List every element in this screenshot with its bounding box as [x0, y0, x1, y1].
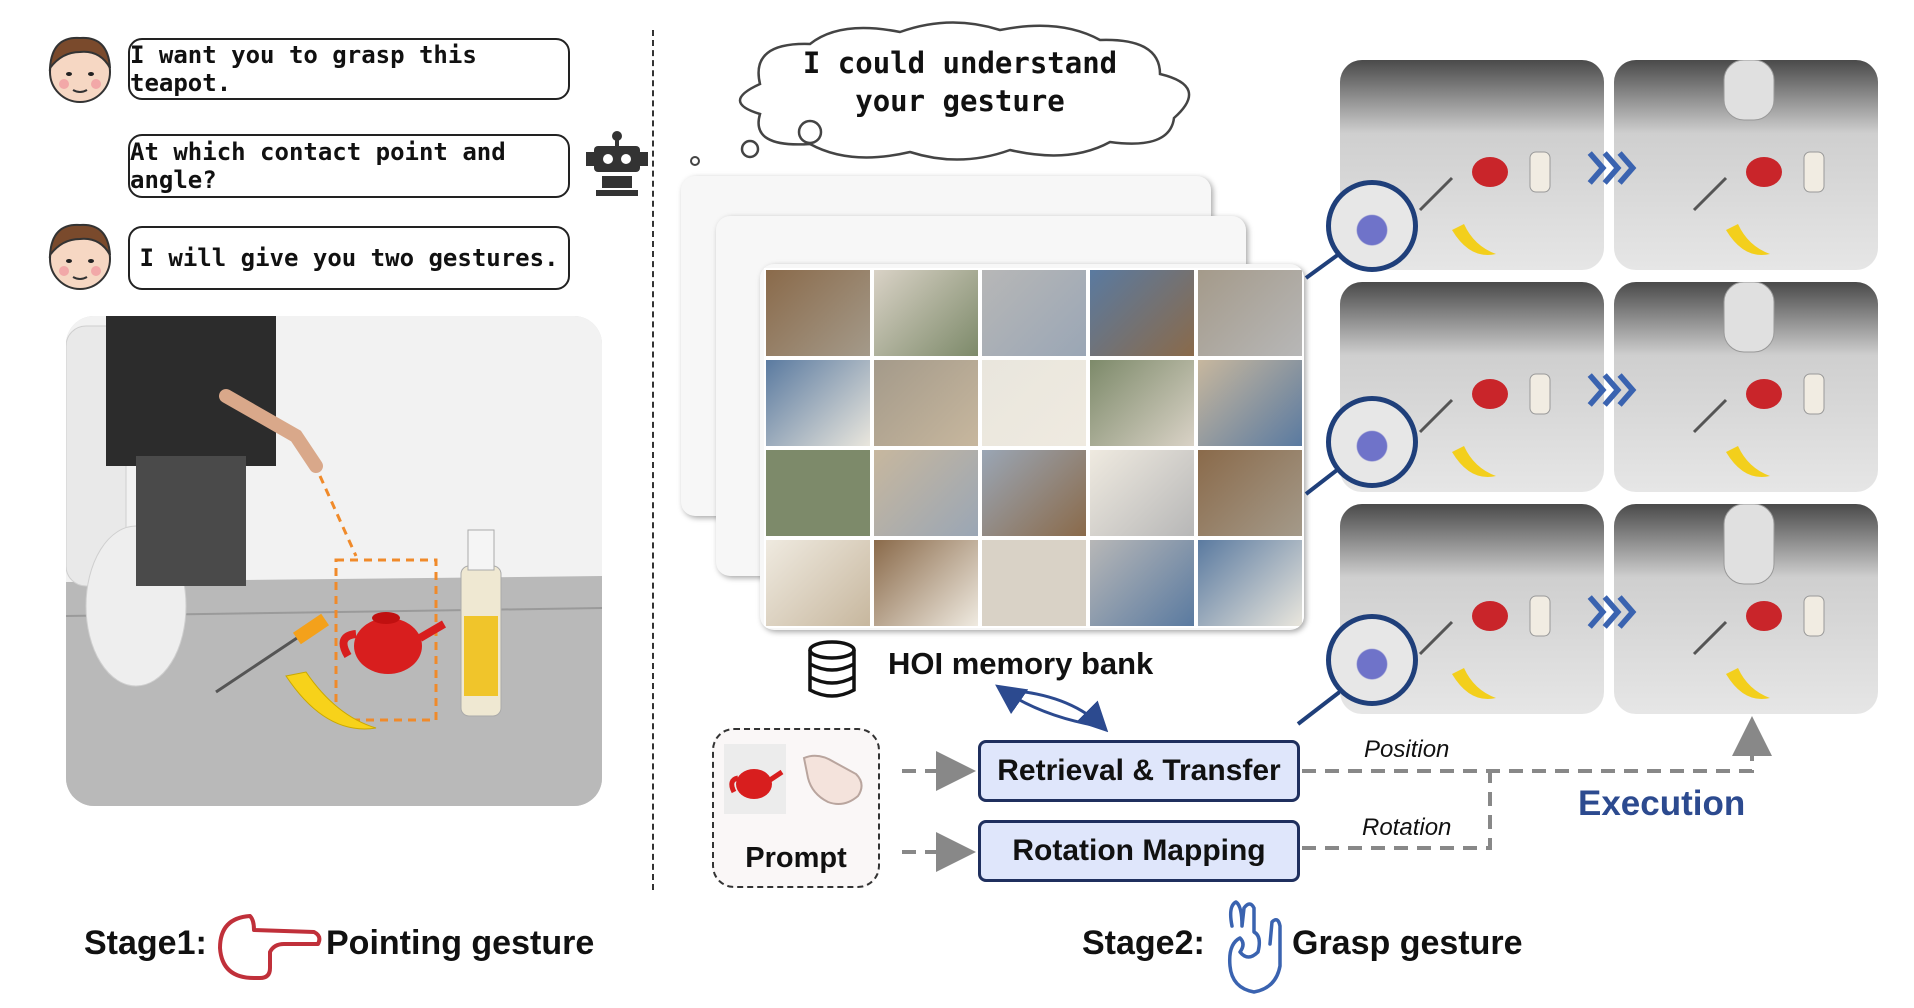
- execution-label: Execution: [1578, 784, 1746, 823]
- dialog-text-3: I will give you two gestures.: [139, 244, 559, 272]
- stage2-prefix: Stage2:: [1082, 924, 1205, 962]
- prompt-label: Prompt: [745, 842, 847, 874]
- hoi-thumbnail: [1196, 538, 1304, 628]
- hoi-thumbnail: [980, 538, 1088, 628]
- zoom-lens: [1326, 396, 1418, 488]
- grasp-hand-thumbnail: [802, 754, 863, 805]
- hoi-thumbnail: [1088, 448, 1196, 538]
- zoom-lens: [1326, 180, 1418, 272]
- chevrons-right-icon: [1587, 595, 1637, 629]
- hoi-thumbnail: [872, 358, 980, 448]
- stage2-label-text: Grasp gesture: [1292, 924, 1523, 962]
- memory-bank-label: HOI memory bank: [888, 646, 1154, 681]
- hoi-thumbnail: [872, 448, 980, 538]
- hoi-thumbnail: [980, 358, 1088, 448]
- retrieval-transfer-label: Retrieval & Transfer: [997, 754, 1281, 787]
- human-face-icon: [48, 223, 111, 290]
- stage2-title: Stage2:: [1082, 924, 1205, 963]
- hoi-thumbnail: [1196, 358, 1304, 448]
- hoi-thumbnail: [980, 448, 1088, 538]
- hoi-thumbnail: [872, 538, 980, 628]
- rotation-mapping-box: Rotation Mapping: [978, 820, 1300, 882]
- hoi-thumbnail: [1088, 358, 1196, 448]
- dialog-bubble-2: At which contact point and angle?: [128, 134, 570, 198]
- stage1-label: Pointing gesture: [326, 924, 594, 963]
- stage-divider: [652, 30, 654, 890]
- stage1-prefix: Stage1:: [84, 924, 207, 962]
- hoi-thumbnail: [764, 358, 872, 448]
- ok-hand-icon: [1227, 900, 1282, 994]
- pointing-hand-icon: [218, 914, 322, 980]
- rotation-edge-label: Rotation: [1362, 814, 1452, 841]
- chevrons-right-icon: [1587, 373, 1637, 407]
- robot-grasp-frame: [1614, 282, 1878, 492]
- dialog-text-2: At which contact point and angle?: [130, 138, 506, 194]
- prompt-box: Prompt: [712, 728, 880, 888]
- teapot-thumbnail: [724, 744, 786, 814]
- robot-grasp-frame: [1614, 60, 1878, 270]
- hoi-thumbnail: [764, 538, 872, 628]
- human-face-icon: [48, 36, 111, 103]
- zoom-lens: [1326, 614, 1418, 706]
- hoi-thumbnail: [1196, 448, 1304, 538]
- stage1-label-text: Pointing gesture: [326, 924, 595, 962]
- chevrons-right-icon: [1587, 151, 1637, 185]
- stage1-title: Stage1:: [84, 924, 207, 963]
- robot-grasp-frame: [1614, 504, 1878, 714]
- hoi-thumbnail: [1088, 268, 1196, 358]
- dialog-text-1: I want you to grasp this teapot.: [130, 41, 477, 97]
- hoi-thumbnail: [764, 268, 872, 358]
- stage2-label: Grasp gesture: [1292, 924, 1523, 963]
- hoi-thumbnail: [1088, 538, 1196, 628]
- hoi-thumbnail: [872, 268, 980, 358]
- dialog-bubble-3: I will give you two gestures.: [128, 226, 570, 290]
- hoi-thumbnail: [980, 268, 1088, 358]
- robot-icon: [586, 131, 648, 196]
- thought-cloud: [690, 21, 1191, 166]
- position-edge-label: Position: [1364, 736, 1450, 763]
- database-icon: [808, 640, 856, 698]
- retrieval-transfer-box: Retrieval & Transfer: [978, 740, 1300, 802]
- hoi-thumbnail: [764, 448, 872, 538]
- thought-text: I could understand your gesture: [802, 46, 1118, 118]
- hoi-thumbnail: [1196, 268, 1304, 358]
- memory-card-front: [760, 264, 1304, 630]
- pointing-scene-photo: [66, 316, 602, 806]
- rotation-mapping-label: Rotation Mapping: [1012, 834, 1266, 867]
- dialog-bubble-1: I want you to grasp this teapot.: [128, 38, 570, 100]
